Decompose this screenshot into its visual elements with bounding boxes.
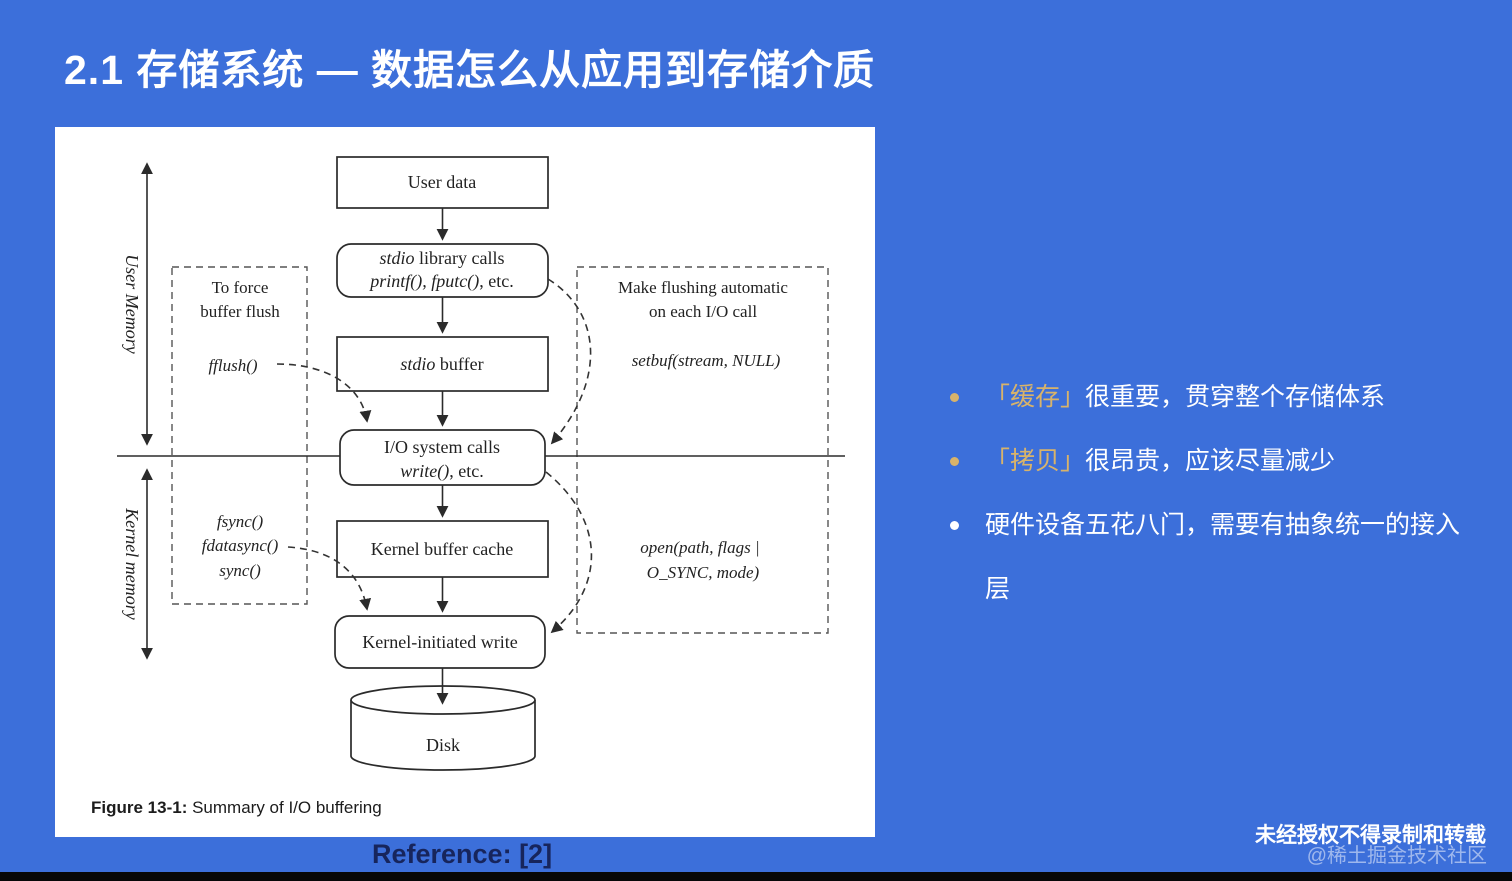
user-memory-side-label: User Memory [122, 254, 142, 353]
kernel-write-label: Kernel-initiated write [362, 632, 517, 652]
bullet-item-abstraction: 硬件设备五花八门，需要有抽象统一的接入层 [948, 493, 1468, 621]
bullet-dot [950, 521, 959, 530]
figure-caption: Figure 13-1: Summary of I/O buffering [91, 798, 382, 817]
io-buffering-diagram: User data stdio library calls printf(), … [91, 156, 845, 817]
bullet-item-cache: 「缓存」很重要，贯穿整个存储体系 [948, 365, 1468, 429]
diagram-panel: User data stdio library calls printf(), … [55, 127, 875, 837]
fdatasync-label: fdatasync() [202, 536, 279, 555]
disk-label: Disk [426, 735, 460, 755]
fflush-label: fflush() [208, 356, 257, 375]
stdio-calls-label-1: stdio library calls [380, 248, 505, 268]
force-flush-label-2: buffer flush [200, 302, 280, 321]
kernel-memory-side-label: Kernel memory [122, 507, 142, 619]
io-syscalls-label-2: write(), etc. [400, 461, 483, 482]
bottom-letterbox-bar [0, 872, 1512, 881]
open-osync-label-1: open(path, flags | [640, 538, 759, 557]
bullet-text: 很重要，贯穿整个存储体系 [1085, 383, 1386, 411]
io-syscalls-label-1: I/O system calls [384, 437, 500, 457]
bullet-highlight: 「拷贝」 [985, 447, 1086, 475]
disk-cylinder-body [350, 700, 536, 771]
fsync-label: fsync() [217, 512, 264, 531]
watermark-community: @稀土掘金技术社区 [1306, 845, 1487, 867]
kernel-buffer-cache-box [336, 520, 549, 578]
auto-flush-dashed-box [576, 266, 829, 634]
sync-label: sync() [219, 561, 261, 580]
user-data-box [336, 156, 549, 209]
bullet-list: 「缓存」很重要，贯穿整个存储体系 「拷贝」很昂贵，应该尽量减少 硬件设备五花八门… [948, 365, 1468, 621]
setbuf-label: setbuf(stream, NULL) [632, 351, 781, 370]
bullet-dot [950, 393, 959, 402]
auto-flush-label-1: Make flushing automatic [618, 278, 788, 297]
user-data-label: User data [408, 172, 476, 192]
force-flush-dashed-box [171, 266, 308, 605]
force-flush-label-1: To force [212, 278, 269, 297]
auto-flush-label-2: on each I/O call [649, 302, 757, 321]
bullet-text: 硬件设备五花八门，需要有抽象统一的接入层 [985, 511, 1461, 603]
stdio-calls-label-2: printf(), fputc(), etc. [368, 271, 513, 292]
curve-fflush-to-iosyscalls [276, 363, 372, 423]
bullet-highlight: 「缓存」 [985, 383, 1086, 411]
open-osync-label-2: O_SYNC, mode) [647, 563, 760, 582]
page-title: 2.1 存储系统 — 数据怎么从应用到存储介质 [64, 47, 876, 93]
curve-osync-to-kernelwrite [545, 471, 593, 634]
bullet-text: 很昂贵，应该尽量减少 [1085, 447, 1336, 475]
stdio-buffer-label: stdio buffer [400, 354, 483, 374]
watermark-no-record: 未经授权不得录制和转载 [1255, 824, 1486, 847]
stdio-buffer-box [336, 336, 549, 392]
kernel-write-box [334, 615, 546, 669]
bullet-item-copy: 「拷贝」很昂贵，应该尽量减少 [948, 429, 1468, 493]
kernel-buffer-cache-label: Kernel buffer cache [371, 539, 514, 559]
curve-setbuf-to-iosyscalls [547, 278, 592, 445]
curve-fsync-to-kernelwrite [287, 546, 372, 611]
bullet-dot [950, 457, 959, 466]
reference-label: Reference: [2] [372, 839, 553, 869]
